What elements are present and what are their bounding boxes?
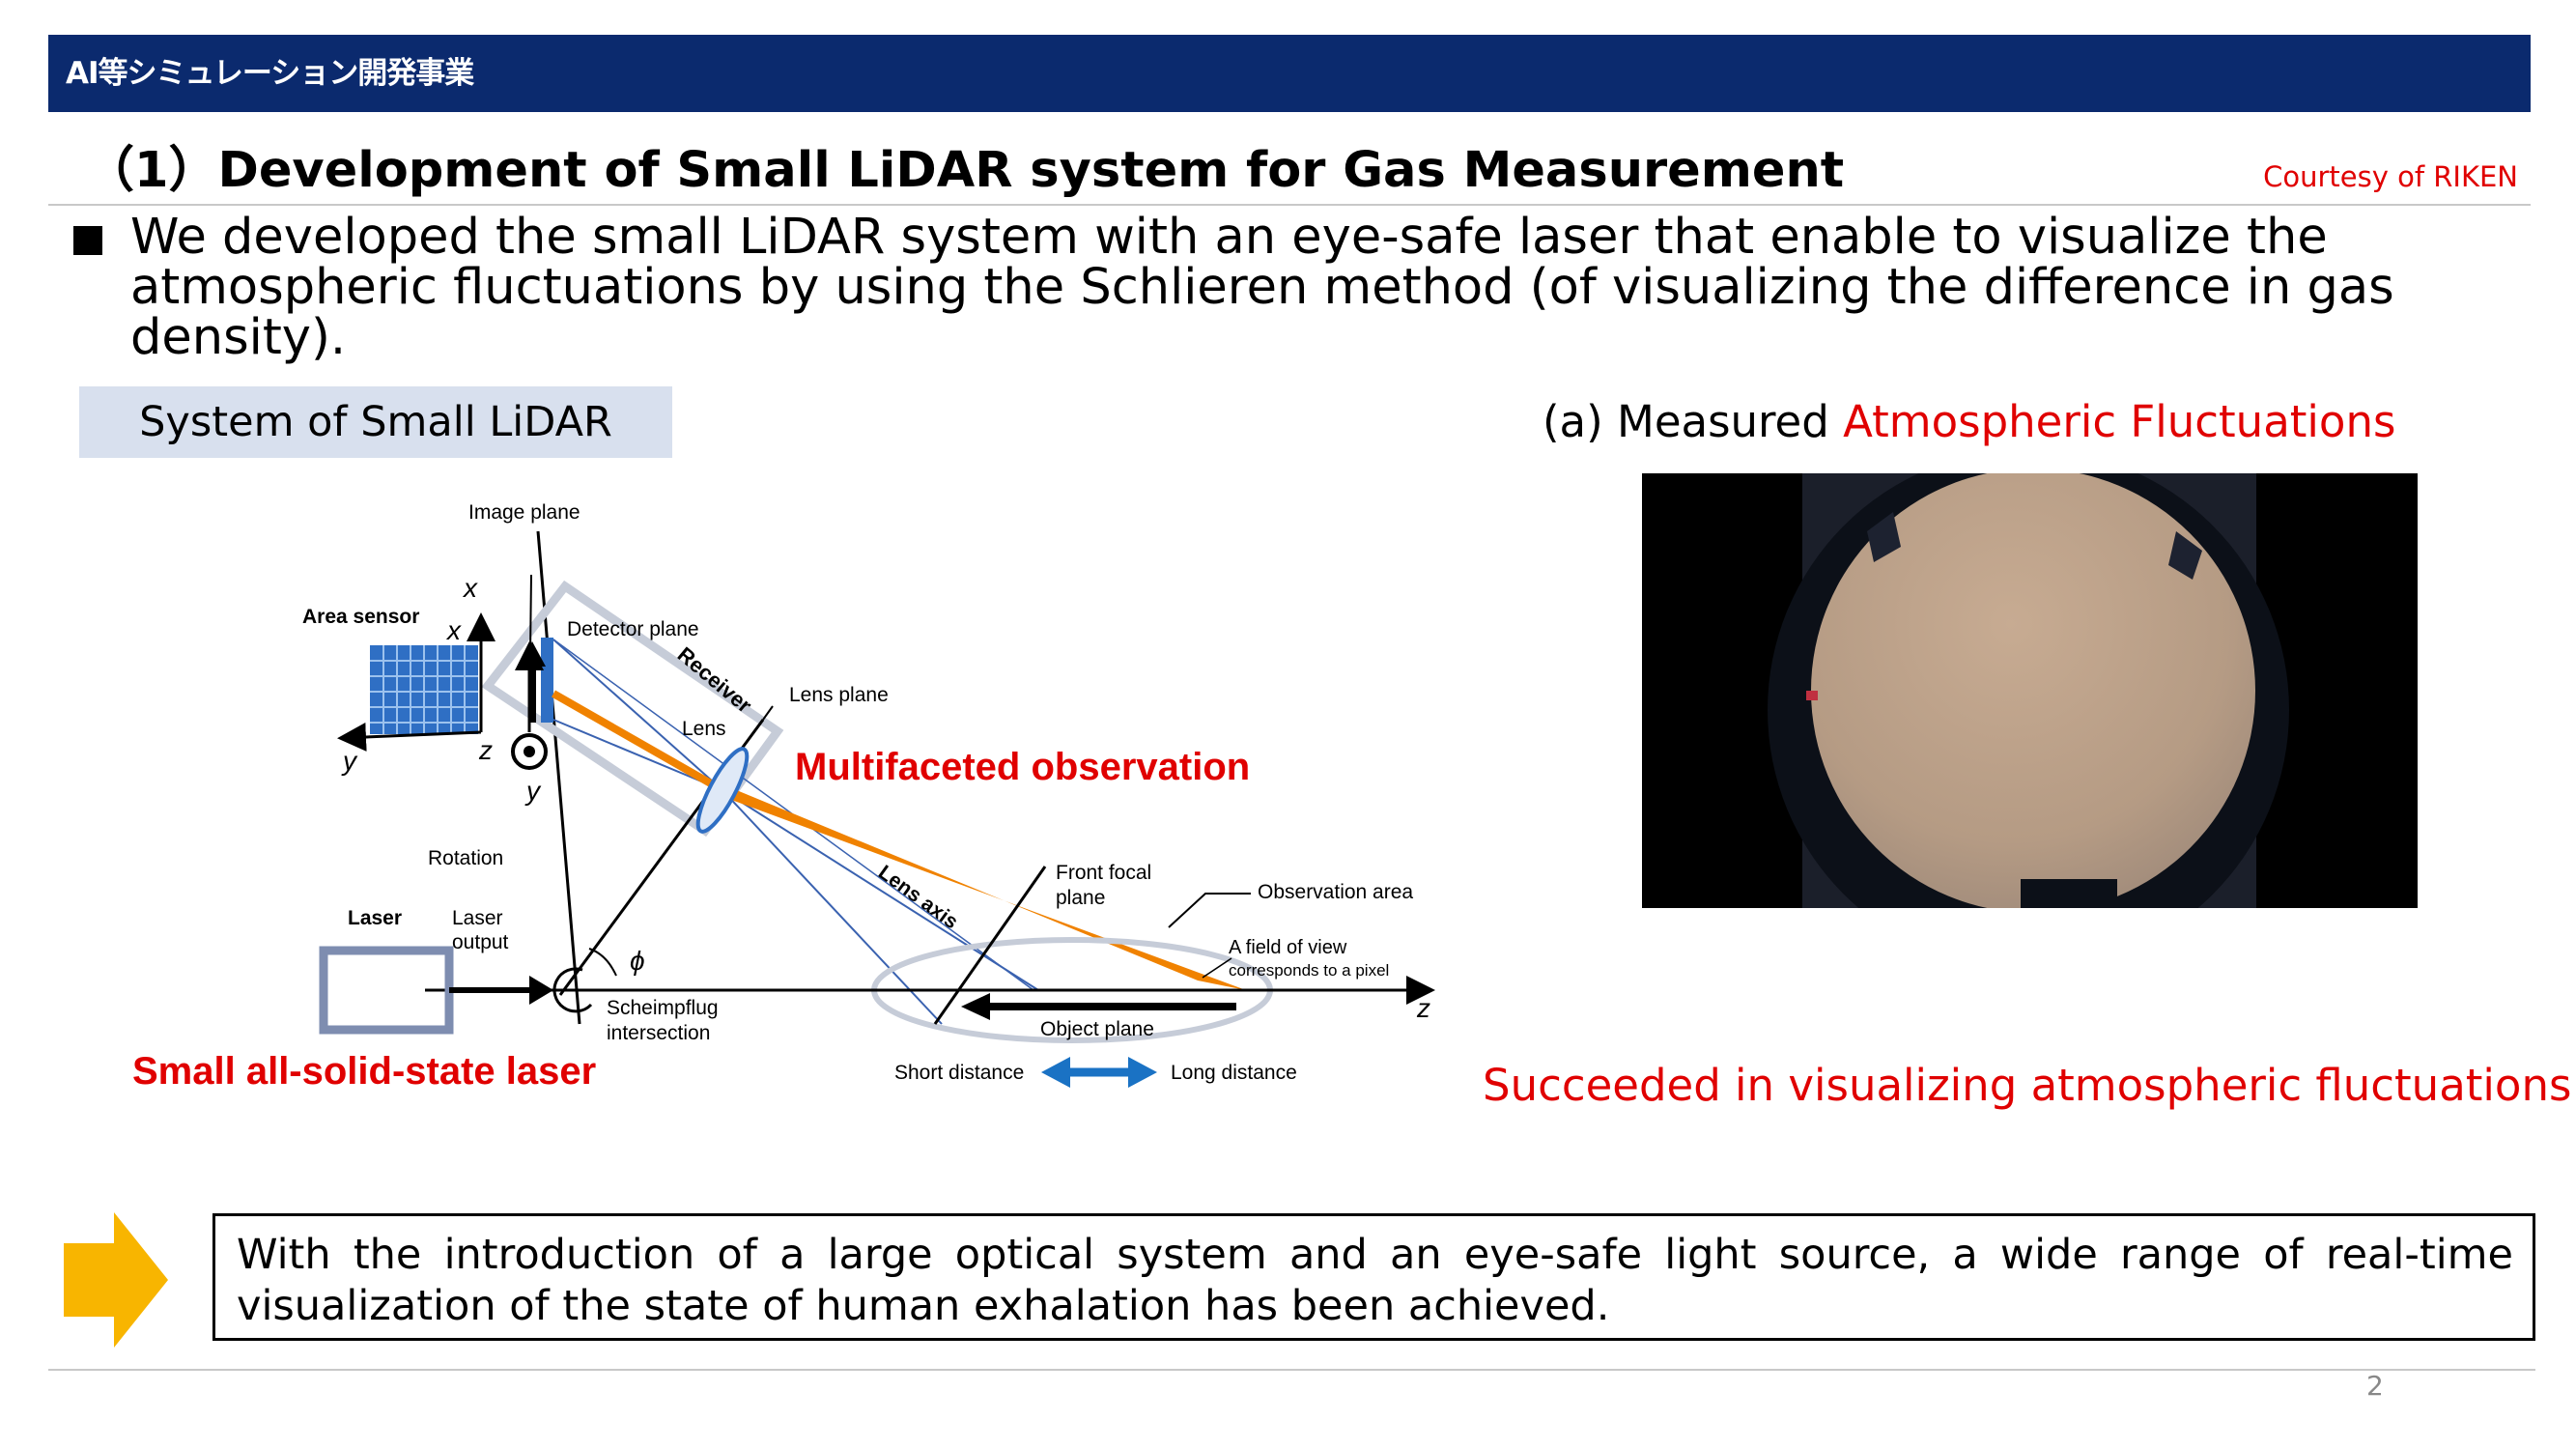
label-axis-y-rotation: y — [524, 776, 542, 806]
label-front-focal-1: Front focal — [1056, 862, 1151, 884]
label-rotation: Rotation — [428, 847, 503, 869]
label-receiver: Receiver — [673, 642, 757, 718]
label-axis-x-sensor: x — [445, 615, 462, 645]
lens-icon — [695, 747, 750, 834]
label-axis-z-main: z — [1416, 993, 1430, 1023]
label-multifaceted-observation: Multifaceted observation — [795, 746, 1250, 788]
label-scheimpflug-1: Scheimpflug — [607, 997, 719, 1019]
detector-strip — [541, 638, 553, 723]
header-label: AI等シミュレーション開発事業 — [66, 56, 474, 91]
label-detector-plane: Detector plane — [567, 618, 699, 640]
label-short-distance: Short distance — [894, 1062, 1024, 1084]
measurement-prefix: (a) Measured — [1543, 396, 1844, 447]
measurement-heading: (a) Measured Atmospheric Fluctuations — [1543, 396, 2395, 447]
label-phi: ϕ — [630, 946, 645, 976]
label-area-sensor: Area sensor — [302, 606, 419, 628]
label-laser: Laser — [348, 907, 402, 929]
label-lens-axis: Lens axis — [874, 861, 962, 933]
header-bar: AI等シミュレーション開発事業 — [48, 35, 2531, 112]
footer-divider — [48, 1369, 2535, 1371]
label-long-distance: Long distance — [1171, 1062, 1297, 1084]
label-scheimpflug-2: intersection — [607, 1022, 710, 1044]
label-laser-output-1: Laser — [452, 907, 503, 929]
courtesy-note: Courtesy of RIKEN — [2263, 160, 2518, 193]
atmospheric-fluctuation-photo — [1642, 473, 2418, 908]
label-image-plane: Image plane — [468, 501, 580, 524]
intro-text: We developed the small LiDAR system with… — [130, 209, 2394, 366]
observation-beam — [722, 784, 1246, 990]
distance-double-arrow-icon — [1041, 1057, 1157, 1088]
label-fov-2: corresponds to a pixel — [1229, 961, 1389, 980]
success-statement: Succeeded in visualizing atmospheric flu… — [1483, 1060, 2572, 1111]
label-axis-y-sensor: y — [341, 746, 358, 776]
label-axis-z-sensor: z — [478, 735, 493, 765]
title-divider — [48, 204, 2531, 206]
page-number: 2 — [2366, 1370, 2384, 1402]
label-axis-x-outer: x — [462, 573, 478, 603]
label-laser-output-2: output — [452, 931, 509, 953]
system-section-label: System of Small LiDAR — [79, 386, 672, 458]
label-lens: Lens — [682, 718, 726, 740]
right-arrow-icon — [64, 1212, 168, 1348]
conclusion-box: With the introduction of a large optical… — [212, 1213, 2535, 1341]
area-sensor-icon — [370, 645, 478, 734]
label-observation-area: Observation area — [1258, 881, 1413, 903]
label-fov-1: A field of view — [1229, 937, 1347, 958]
measurement-highlight: Atmospheric Fluctuations — [1843, 396, 2396, 447]
label-small-laser: Small all-solid-state laser — [132, 1050, 596, 1093]
label-object-plane: Object plane — [1040, 1018, 1154, 1040]
label-front-focal-2: plane — [1056, 887, 1105, 909]
lidar-system-diagram: Image plane Area sensor Detector plane R… — [132, 501, 1435, 1093]
square-bullet-icon — [73, 226, 102, 255]
label-lens-plane: Lens plane — [789, 684, 889, 706]
slide-title: （1）Development of Small LiDAR system for… — [85, 142, 1845, 199]
